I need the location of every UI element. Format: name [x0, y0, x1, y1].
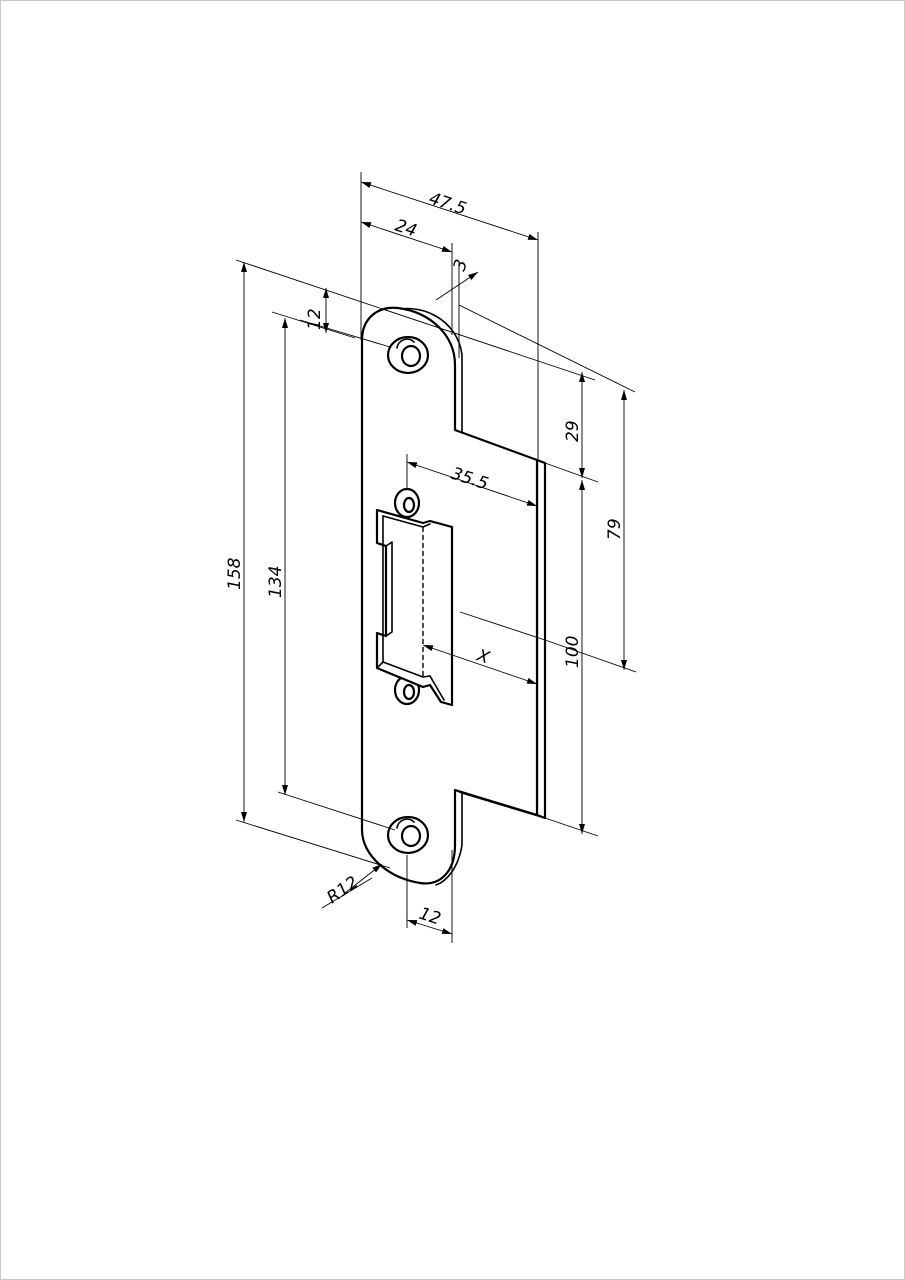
dim-label-3: 3: [450, 257, 472, 273]
screw-hole-bottom: [386, 815, 430, 855]
dim-line-x: [422, 644, 538, 685]
dim-label-134: 134: [266, 566, 286, 598]
plate-bottom-curve-edge: [435, 792, 463, 886]
dim-label-158: 158: [225, 557, 245, 590]
dim-line-24: [360, 221, 453, 253]
dim-label-12-top: 12: [305, 308, 325, 330]
dim-line-3: [435, 271, 479, 301]
dim-label-79: 79: [605, 518, 625, 540]
dim-leader-r12: [344, 863, 383, 894]
dim-line-12-bottom: [406, 919, 453, 935]
strike-plate: [360, 306, 547, 886]
dim-line-47-5: [360, 181, 539, 241]
dim-label-100: 100: [563, 636, 583, 668]
dimension-lines: [235, 172, 637, 943]
dim-label-47-5: 47.5: [426, 189, 468, 220]
screw-hole-top: [386, 335, 430, 375]
dim-label-r12: R12: [323, 873, 362, 909]
dim-label-29: 29: [563, 420, 583, 442]
dim-label-12-bottom: 12: [416, 904, 443, 930]
dim-label-24: 24: [392, 216, 419, 242]
screw-hole-upper-mid: [393, 487, 421, 519]
dim-line-35-5: [406, 461, 538, 507]
